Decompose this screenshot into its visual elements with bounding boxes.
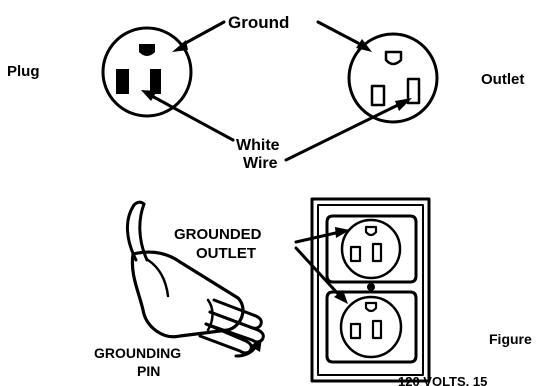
white-wire-plug-arrowhead bbox=[141, 90, 157, 101]
white-wire-outlet-leader bbox=[284, 101, 404, 162]
grounded-outlet-label-line1: GROUNDED bbox=[174, 226, 262, 243]
grounded-outlet-upper-leader bbox=[294, 230, 342, 244]
lower-receptacle-body bbox=[325, 290, 418, 364]
ground-plug-arrowhead bbox=[172, 40, 188, 52]
plug-body-contour bbox=[146, 258, 170, 298]
ground-outlet-leader bbox=[316, 20, 360, 45]
figure-label: Figure bbox=[489, 331, 532, 347]
plug-prong-middle bbox=[204, 310, 265, 344]
outlet-slot-left bbox=[370, 84, 386, 107]
upper-receptacle-body bbox=[325, 214, 418, 284]
grounded-outlet-lower-leader bbox=[294, 246, 342, 298]
grounding-pin-label-line1: GROUNDING bbox=[94, 345, 181, 361]
ground-plug-leader bbox=[180, 20, 226, 47]
wall-plate-outer bbox=[310, 197, 431, 383]
ground-outlet-arrowhead bbox=[356, 39, 372, 52]
grounded-outlet-upper-arrowhead bbox=[335, 227, 350, 238]
cord-outer bbox=[126, 203, 138, 262]
lower-slot-right bbox=[371, 319, 383, 340]
outlet-label: Outlet bbox=[481, 71, 524, 88]
lower-ground-slot bbox=[364, 301, 378, 313]
volts-partial-label: 120 VOLTS, 15 bbox=[398, 374, 487, 386]
plug-narrow-blade bbox=[150, 69, 161, 94]
top-leader-lines bbox=[141, 20, 412, 162]
plug-label: Plug bbox=[7, 63, 40, 80]
cord-inner bbox=[138, 202, 149, 262]
white-wire-label-line2: Wire bbox=[243, 155, 278, 172]
plug-with-cord bbox=[126, 200, 265, 355]
plug-wide-blade bbox=[116, 69, 129, 94]
lower-slot-left bbox=[349, 322, 362, 340]
outlet-slot-right bbox=[406, 77, 421, 105]
plug-face-outline bbox=[101, 26, 193, 118]
outlet-face-outline bbox=[347, 32, 439, 124]
outlet-ground-slot bbox=[384, 50, 403, 66]
cover-screw bbox=[367, 283, 375, 291]
grounding-pin-label-line2: PIN bbox=[137, 363, 160, 379]
plug-face bbox=[101, 26, 193, 118]
wall-receptacle bbox=[310, 197, 431, 383]
plug-body bbox=[130, 250, 245, 339]
wall-plate-inner bbox=[317, 204, 424, 376]
upper-receptacle-face bbox=[340, 218, 402, 280]
grounded-outlet-label-line2: OUTLET bbox=[196, 245, 256, 262]
grounded-outlet-lower-arrowhead bbox=[334, 290, 348, 304]
grounding-pin-arrowhead bbox=[250, 338, 262, 352]
ground-label: Ground bbox=[228, 13, 289, 32]
upper-slot-left bbox=[349, 245, 362, 263]
cord-end bbox=[132, 200, 146, 207]
bottom-leader-lines bbox=[234, 227, 350, 358]
plug-ground-pin bbox=[139, 44, 155, 56]
lower-receptacle-face bbox=[339, 295, 403, 359]
white-wire-plug-leader bbox=[148, 93, 235, 142]
white-wire-label-line1: White bbox=[236, 137, 280, 154]
outlet-face bbox=[347, 32, 439, 124]
upper-slot-right bbox=[371, 242, 383, 263]
upper-ground-slot bbox=[364, 225, 378, 237]
white-wire-outlet-arrowhead bbox=[395, 98, 412, 111]
